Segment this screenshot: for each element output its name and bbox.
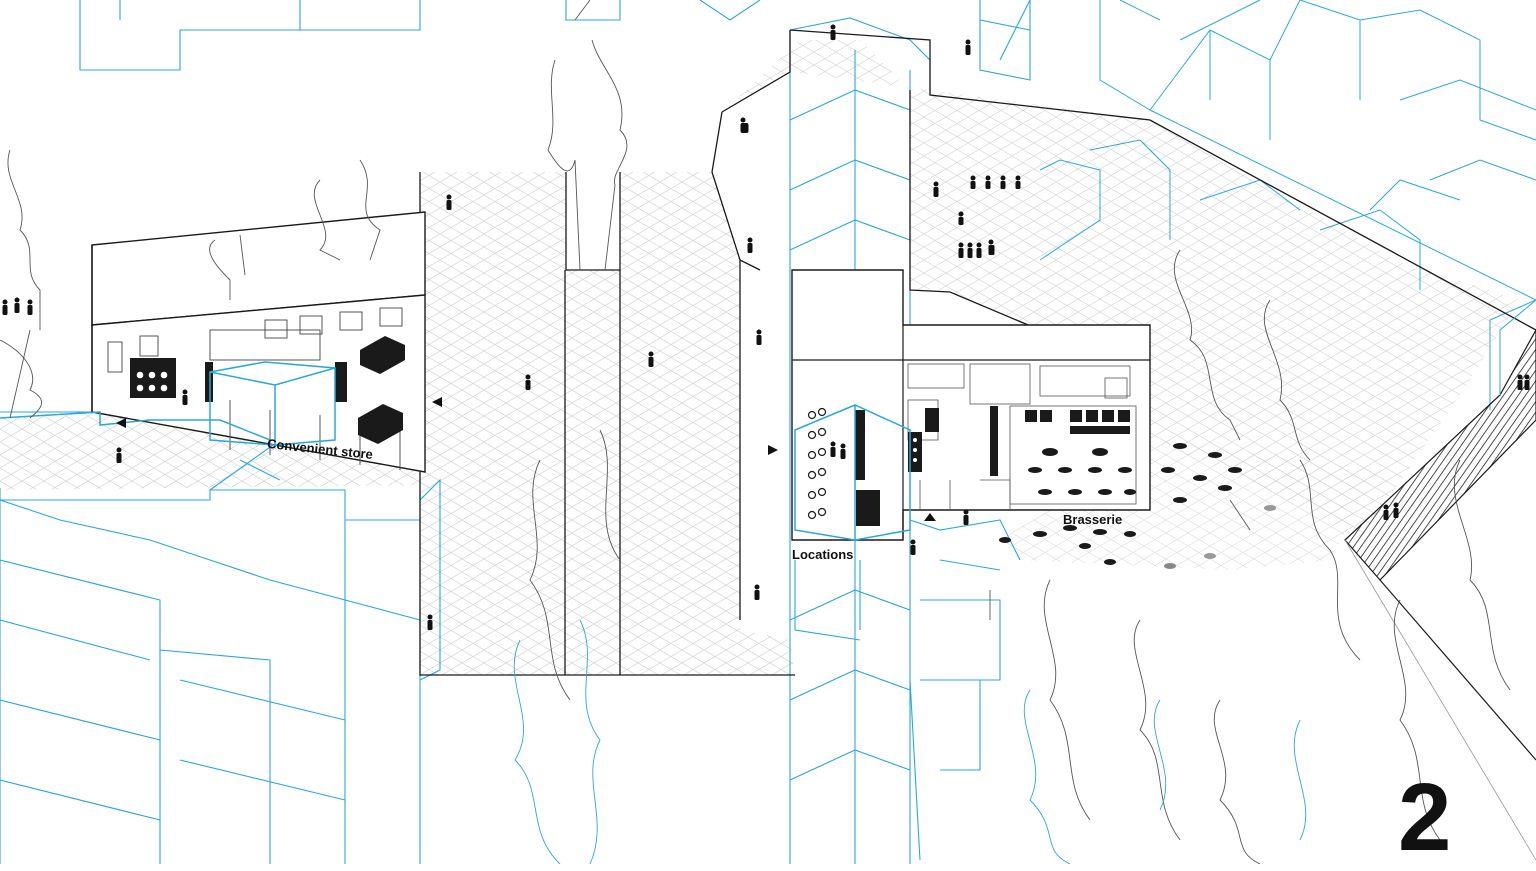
bicycle-icon [807,407,827,520]
cafe-table-icon [1025,410,1136,495]
tree-blue-outline [513,619,1307,864]
locations-label: Locations [792,547,854,562]
stair-bridge [1344,299,1536,861]
sheet-number: 2 [1398,764,1452,871]
blue-buildings-right [1039,0,1536,410]
convenient-store-building [0,211,426,473]
direction-arrow-icon [116,397,936,521]
brasserie-building [791,269,1151,541]
person-figure-icon [2,24,1530,630]
blue-buildings-left [0,0,761,864]
terrace-tables [999,443,1276,569]
tree-outline-icon [0,0,1511,864]
brasserie-label: Brasserie [1063,512,1123,527]
